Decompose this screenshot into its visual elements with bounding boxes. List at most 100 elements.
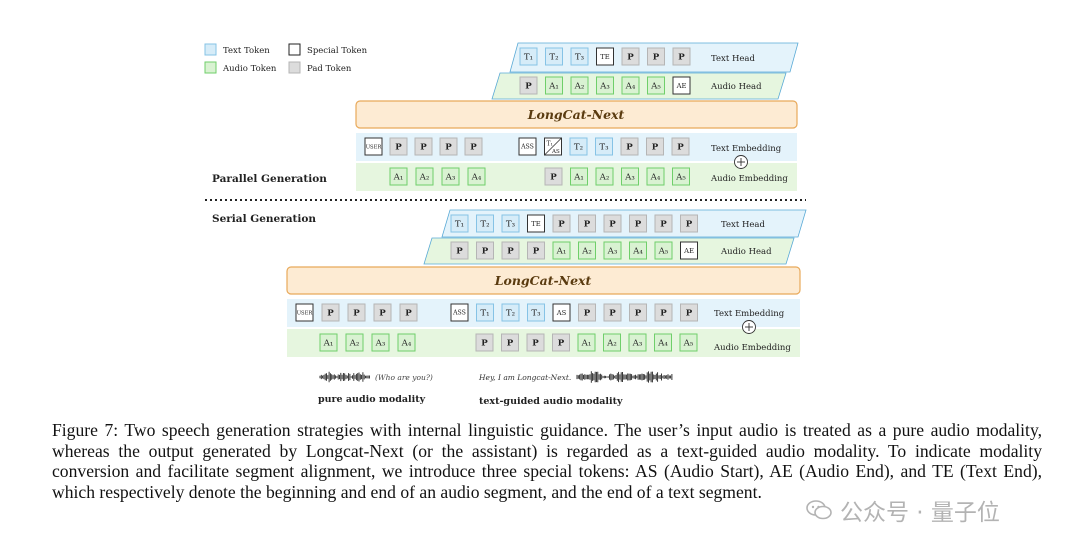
token-label: P bbox=[686, 220, 693, 230]
token-pad: P bbox=[578, 214, 596, 233]
token-box bbox=[629, 303, 647, 322]
token-box bbox=[552, 333, 570, 352]
token-box bbox=[620, 137, 639, 156]
token-audio: A₄ bbox=[646, 167, 665, 186]
token-label: A₃ bbox=[632, 339, 643, 349]
parallel-sum-icon bbox=[734, 155, 748, 169]
token-box bbox=[501, 333, 519, 352]
token-label: A₂ bbox=[349, 339, 360, 349]
token-label: ASS bbox=[520, 144, 534, 151]
token-box bbox=[654, 214, 673, 233]
parallel-audio-head-label: Audio Head bbox=[710, 82, 762, 92]
token-box bbox=[295, 303, 314, 322]
token-special: AS bbox=[552, 303, 571, 322]
token-box bbox=[577, 333, 596, 352]
user-modality-label: pure audio modality bbox=[318, 394, 426, 405]
token-label: A₁ bbox=[548, 82, 559, 92]
token-audio: A₃ bbox=[371, 333, 390, 352]
token-box bbox=[654, 241, 673, 260]
token-special: AE bbox=[672, 76, 691, 95]
token-pad: P bbox=[654, 214, 673, 233]
token-box bbox=[399, 303, 418, 322]
token-label: P bbox=[627, 53, 634, 63]
wechat-logo-icon bbox=[806, 500, 832, 520]
token-pad: P bbox=[347, 303, 366, 322]
token-pad: P bbox=[414, 137, 433, 156]
token-label: P bbox=[660, 220, 667, 230]
token-text: T₂ bbox=[545, 47, 563, 66]
token-label: ASS bbox=[452, 310, 466, 317]
token-audio: A₂ bbox=[345, 333, 364, 352]
token-box bbox=[621, 47, 640, 66]
token-pad: P bbox=[389, 137, 408, 156]
token-box bbox=[389, 167, 408, 186]
legend-text-token: Text Token bbox=[223, 46, 270, 56]
token-label: A₄ bbox=[625, 82, 636, 92]
legend-swatch-pad bbox=[288, 61, 301, 74]
token-label: A₄ bbox=[471, 173, 482, 183]
token-text: T₃ bbox=[570, 47, 589, 66]
token-label: P bbox=[420, 143, 427, 153]
token-box bbox=[578, 241, 596, 260]
token-label: A₂ bbox=[606, 339, 617, 349]
token-divider bbox=[544, 137, 562, 156]
token-label: P bbox=[525, 82, 532, 92]
token-label: A₅ bbox=[683, 339, 694, 349]
token-box bbox=[545, 76, 563, 95]
token-box bbox=[415, 167, 434, 186]
serial-model-name: LongCat-Next bbox=[494, 273, 592, 288]
token-box bbox=[671, 137, 690, 156]
token-audio: A₁ bbox=[552, 241, 571, 260]
token-label: A₃ bbox=[599, 82, 610, 92]
token-box bbox=[527, 214, 545, 233]
token-audio: A₃ bbox=[603, 241, 622, 260]
token-label: AE bbox=[683, 247, 694, 255]
token-box bbox=[603, 333, 621, 352]
legend-swatch-text bbox=[204, 43, 217, 56]
token-label: A₁ bbox=[556, 247, 567, 257]
token-box bbox=[570, 76, 589, 95]
token-label: P bbox=[532, 339, 539, 349]
token-label: P bbox=[635, 309, 642, 319]
token-pad: P bbox=[654, 303, 673, 322]
token-pad: P bbox=[526, 333, 545, 352]
token-box bbox=[450, 241, 469, 260]
token-box bbox=[680, 214, 698, 233]
token-pad: P bbox=[544, 167, 563, 186]
token-box bbox=[414, 137, 433, 156]
token-box bbox=[371, 333, 390, 352]
token-label: P bbox=[584, 220, 591, 230]
token-box bbox=[450, 214, 469, 233]
token-text: T₁ bbox=[476, 303, 494, 322]
token-box bbox=[578, 303, 596, 322]
token-label: T₃ bbox=[531, 309, 541, 319]
token-pad: P bbox=[476, 241, 494, 260]
token-audio: A₂ bbox=[603, 333, 621, 352]
token-audio: A₂ bbox=[570, 76, 589, 95]
parallel-title: Parallel Generation bbox=[212, 173, 327, 185]
token-box bbox=[621, 167, 639, 186]
serial-sum-icon bbox=[742, 320, 756, 334]
legend-special-token: Special Token bbox=[307, 46, 368, 56]
token-audio: A₄ bbox=[621, 76, 640, 95]
token-audio: A₃ bbox=[621, 167, 639, 186]
token-pad: P bbox=[439, 137, 458, 156]
token-box bbox=[476, 241, 494, 260]
token-pad: P bbox=[501, 333, 519, 352]
token-label: P bbox=[677, 143, 684, 153]
token-pad: P bbox=[552, 214, 571, 233]
token-audio: A₂ bbox=[415, 167, 434, 186]
token-pad: P bbox=[399, 303, 418, 322]
token-box bbox=[596, 47, 614, 66]
assistant-modality-label: text-guided audio modality bbox=[479, 396, 623, 407]
token-audio: A₃ bbox=[628, 333, 647, 352]
token-box bbox=[629, 214, 647, 233]
token-text: T₁ bbox=[519, 47, 538, 66]
token-box bbox=[518, 137, 537, 156]
token-box bbox=[603, 241, 622, 260]
token-label: USER bbox=[297, 310, 314, 316]
token-audio: A₂ bbox=[595, 167, 614, 186]
token-box bbox=[552, 214, 571, 233]
token-pad: P bbox=[672, 47, 691, 66]
token-box bbox=[672, 76, 691, 95]
